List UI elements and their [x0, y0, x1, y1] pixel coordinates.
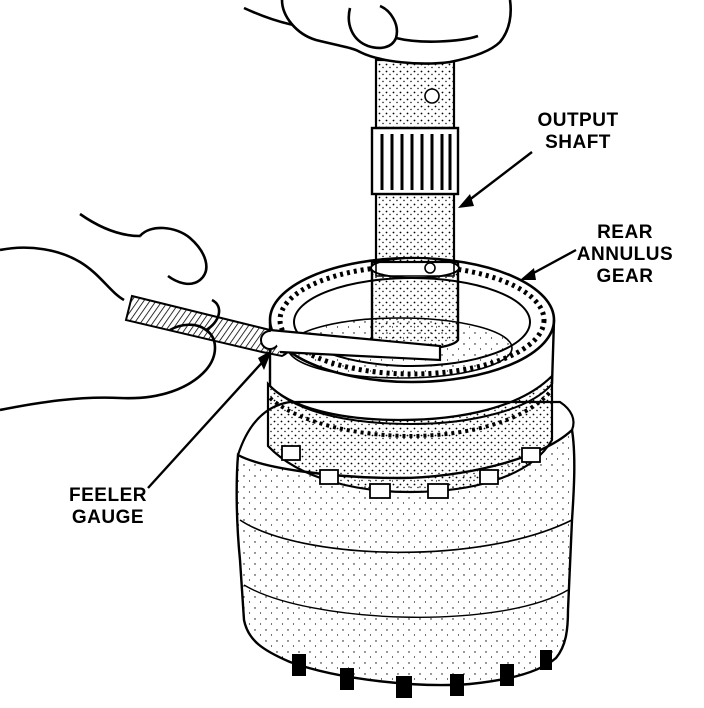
output-shaft-leader — [463, 151, 533, 205]
leader-lines — [147, 151, 577, 489]
hand-holding-gauge — [0, 212, 221, 412]
feeler-gauge-label: FEELER GAUGE — [48, 485, 168, 529]
hand-holding-shaft — [243, 0, 512, 65]
rear-annulus-gear-label-line-1: REAR — [597, 222, 653, 243]
rear-annulus-gear-arrowhead — [520, 268, 536, 280]
gear-pack — [266, 373, 554, 499]
output-shaft-label-line-2: SHAFT — [545, 132, 611, 153]
rear-annulus-gear-label: REAR ANNULUS GEAR — [560, 222, 690, 288]
output-shaft-label: OUTPUT SHAFT — [518, 110, 638, 154]
feeler-gauge-label-line-2: GAUGE — [71, 507, 145, 528]
feeler-gauge-label-line-1: FEELER — [69, 485, 147, 506]
feeler-gauge-arrowhead — [258, 350, 272, 370]
transmission-housing — [235, 400, 576, 698]
rear-annulus-gear-label-line-3: GEAR — [596, 266, 654, 287]
rear-annulus-gear-leader — [527, 248, 577, 278]
feeler-gauge-leader — [147, 355, 269, 489]
rear-annulus-gear-label-line-2: ANNULUS — [576, 244, 674, 265]
output-shaft-arrowhead — [458, 194, 474, 208]
leader-arrowheads — [258, 194, 536, 370]
output-shaft — [370, 58, 460, 351]
output-shaft-label-line-1: OUTPUT — [537, 110, 619, 131]
